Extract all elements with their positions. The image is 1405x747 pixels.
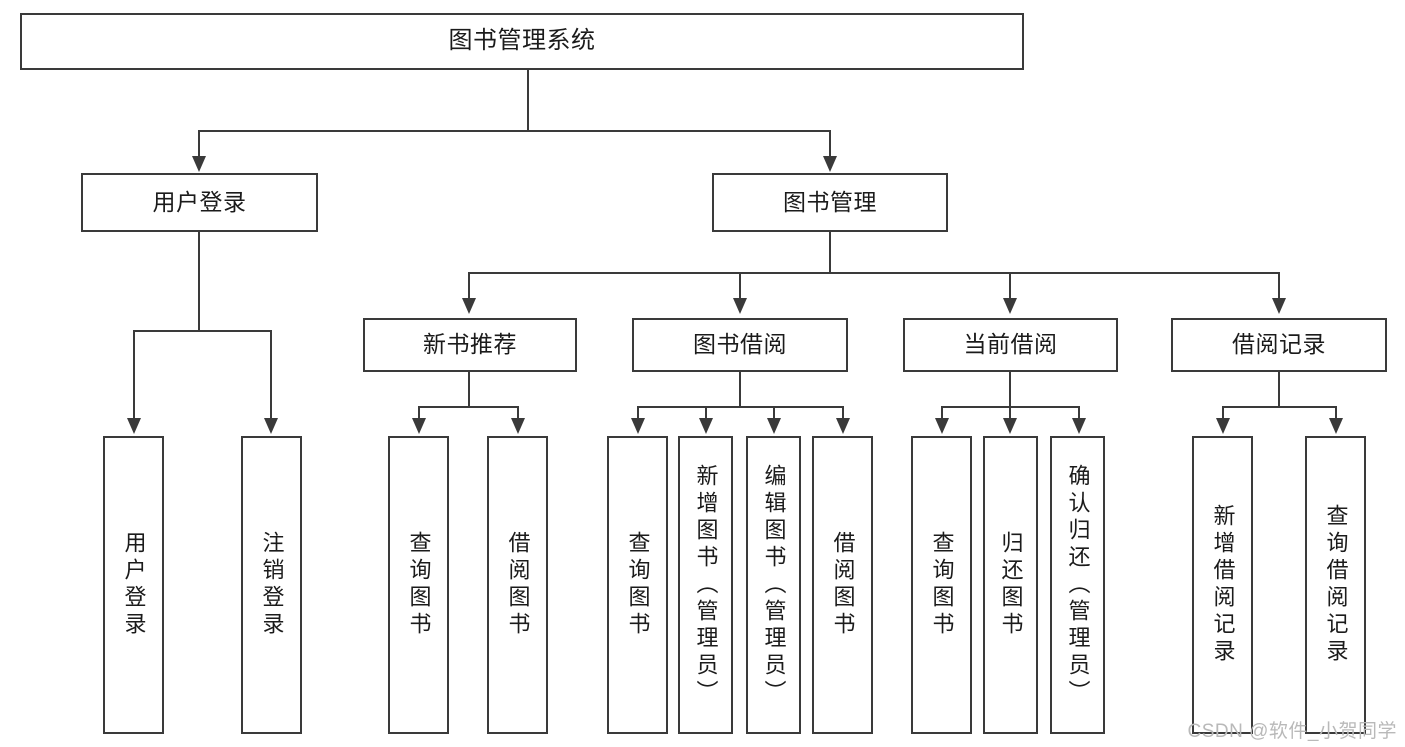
connector-record-to-leaf1 (1222, 406, 1224, 420)
connector-newbook-to-leaf1 (418, 406, 420, 420)
connector-current-to-leaf2 (1009, 406, 1011, 420)
node-label: 借阅图书 (830, 531, 856, 639)
arrowhead-current-leaf3 (1072, 418, 1086, 434)
connector-borrow-to-leaf3 (773, 406, 775, 420)
arrowhead-login-leaf1 (127, 418, 141, 434)
node-label: 借阅图书 (505, 531, 531, 639)
connector-root-stem (527, 70, 529, 132)
connector-borrow-to-leaf2 (705, 406, 707, 420)
node-label: 查询图书 (406, 531, 432, 639)
node-label: 新增借阅记录 (1210, 504, 1236, 666)
leaf-query-books-newbook[interactable]: 查询图书 (388, 436, 449, 734)
leaf-query-books-borrow[interactable]: 查询图书 (607, 436, 668, 734)
leaf-borrow-books-borrow[interactable]: 借阅图书 (812, 436, 873, 734)
connector-current-stem (1009, 372, 1011, 408)
node-label: 用户登录 (152, 188, 247, 215)
arrowhead-borrow-leaf4 (836, 418, 850, 434)
leaf-add-borrow-record[interactable]: 新增借阅记录 (1192, 436, 1253, 734)
connector-borrow-to-leaf1 (637, 406, 639, 420)
arrowhead-newbook-leaf2 (511, 418, 525, 434)
arrowhead-current-leaf1 (935, 418, 949, 434)
arrowhead-login-leaf2 (264, 418, 278, 434)
connector-bookmgmt-stem (829, 232, 831, 274)
connector-bookmgmt-to-newbook (468, 272, 470, 300)
node-current-borrowing[interactable]: 当前借阅 (903, 318, 1118, 372)
node-book-borrowing[interactable]: 图书借阅 (632, 318, 848, 372)
connector-record-to-leaf2 (1335, 406, 1337, 420)
node-label: 当前借阅 (963, 331, 1058, 358)
leaf-query-borrow-record[interactable]: 查询借阅记录 (1305, 436, 1366, 734)
connector-root-to-login (198, 130, 200, 158)
connector-newbook-to-leaf2 (517, 406, 519, 420)
leaf-logout[interactable]: 注销登录 (241, 436, 302, 734)
connector-login-stem (198, 232, 200, 332)
connector-current-to-leaf1 (941, 406, 943, 420)
node-label: 用户登录 (121, 531, 147, 639)
leaf-edit-book-admin[interactable]: 编辑图书（管理员） (746, 436, 801, 734)
node-new-book-recommendation[interactable]: 新书推荐 (363, 318, 577, 372)
arrowhead-borrow-leaf2 (699, 418, 713, 434)
arrowhead-borrow-leaf3 (767, 418, 781, 434)
node-label: 新增图书（管理员） (693, 463, 719, 707)
connector-newbook-stem (468, 372, 470, 408)
node-root-library-system[interactable]: 图书管理系统 (20, 13, 1024, 70)
node-user-login[interactable]: 用户登录 (81, 173, 318, 232)
leaf-confirm-return-admin[interactable]: 确认归还（管理员） (1050, 436, 1105, 734)
connector-newbook-bus (418, 406, 518, 408)
arrowhead-bookmgmt-borrow (733, 298, 747, 314)
connector-bookmgmt-to-record (1278, 272, 1280, 300)
connector-bookmgmt-to-borrow (739, 272, 741, 300)
node-label: 图书借阅 (693, 331, 787, 358)
node-label: 确认归还（管理员） (1065, 463, 1091, 707)
connector-login-bus (133, 330, 271, 332)
arrowhead-bookmgmt-record (1272, 298, 1286, 314)
connector-root-to-bookmgmt (829, 130, 831, 158)
node-label: 查询图书 (929, 531, 955, 639)
leaf-user-login[interactable]: 用户登录 (103, 436, 164, 734)
arrowhead-root-to-bookmgmt (823, 156, 837, 172)
node-label: 新书推荐 (423, 331, 517, 358)
node-label: 图书管理 (783, 188, 877, 215)
arrowhead-bookmgmt-newbook (462, 298, 476, 314)
arrowhead-newbook-leaf1 (412, 418, 426, 434)
connector-borrow-bus (637, 406, 843, 408)
connector-record-stem (1278, 372, 1280, 408)
connector-login-to-leaf1 (133, 330, 135, 420)
arrowhead-current-leaf2 (1003, 418, 1017, 434)
node-label: 查询借阅记录 (1323, 504, 1349, 666)
connector-bookmgmt-bus (468, 272, 1280, 274)
connector-root-bus (198, 130, 830, 132)
node-label: 借阅记录 (1232, 331, 1326, 358)
arrowhead-record-leaf1 (1216, 418, 1230, 434)
node-label: 注销登录 (259, 531, 285, 639)
arrowhead-bookmgmt-current (1003, 298, 1017, 314)
node-book-management[interactable]: 图书管理 (712, 173, 948, 232)
watermark-text: CSDN @软件_小贺同学 (1187, 721, 1397, 742)
arrowhead-borrow-leaf1 (631, 418, 645, 434)
connector-current-to-leaf3 (1078, 406, 1080, 420)
connector-borrow-stem (739, 372, 741, 408)
node-label: 归还图书 (998, 531, 1024, 639)
connector-borrow-to-leaf4 (842, 406, 844, 420)
arrowhead-record-leaf2 (1329, 418, 1343, 434)
arrowhead-root-to-login (192, 156, 206, 172)
leaf-return-books[interactable]: 归还图书 (983, 436, 1038, 734)
node-label: 图书管理系统 (448, 27, 596, 55)
leaf-add-book-admin[interactable]: 新增图书（管理员） (678, 436, 733, 734)
node-label: 编辑图书（管理员） (761, 463, 787, 707)
connector-bookmgmt-to-current (1009, 272, 1011, 300)
leaf-query-books-current[interactable]: 查询图书 (911, 436, 972, 734)
node-borrowing-record[interactable]: 借阅记录 (1171, 318, 1387, 372)
connector-login-to-leaf2 (270, 330, 272, 420)
node-label: 查询图书 (625, 531, 651, 639)
connector-record-bus (1222, 406, 1336, 408)
leaf-borrow-books-newbook[interactable]: 借阅图书 (487, 436, 548, 734)
